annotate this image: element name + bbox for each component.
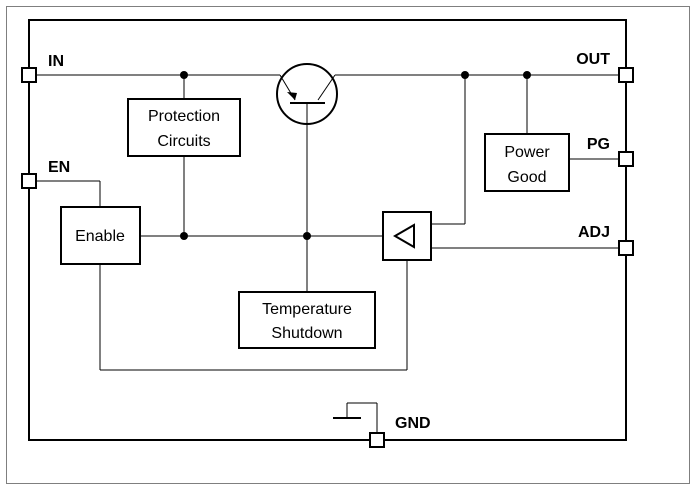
- junction-dot: [523, 71, 531, 79]
- enable-block: [60, 206, 141, 265]
- temperature-block: [238, 291, 376, 349]
- pin-in-terminal: [21, 67, 37, 83]
- chip-outline: [28, 19, 627, 441]
- pin-pg-terminal: [618, 151, 634, 167]
- protection-label-1: Protection: [148, 108, 220, 125]
- pin-out-label: OUT: [576, 51, 610, 68]
- pin-out-terminal: [618, 67, 634, 83]
- pin-adj-terminal: [618, 240, 634, 256]
- power-good-block: [484, 133, 570, 192]
- pin-pg-label: PG: [587, 136, 610, 153]
- junction-dot: [180, 232, 188, 240]
- protection-block: [127, 98, 241, 157]
- pin-gnd-label: GND: [395, 415, 431, 432]
- temperature-label-2: Shutdown: [271, 325, 342, 342]
- pin-gnd-terminal: [369, 432, 385, 448]
- pass-transistor: [276, 63, 338, 125]
- power-good-label-1: Power: [504, 144, 550, 161]
- pin-in-label: IN: [48, 53, 64, 70]
- junction-dot: [461, 71, 469, 79]
- enable-label: Enable: [75, 228, 125, 245]
- pin-adj-label: ADJ: [578, 224, 610, 241]
- pin-en-terminal: [21, 173, 37, 189]
- protection-label-2: Circuits: [157, 133, 210, 150]
- junction-dot: [303, 232, 311, 240]
- pin-en-label: EN: [48, 159, 70, 176]
- power-good-label-2: Good: [507, 169, 546, 186]
- junction-dot: [180, 71, 188, 79]
- error-amplifier: [382, 211, 432, 261]
- temperature-label-1: Temperature: [262, 301, 352, 318]
